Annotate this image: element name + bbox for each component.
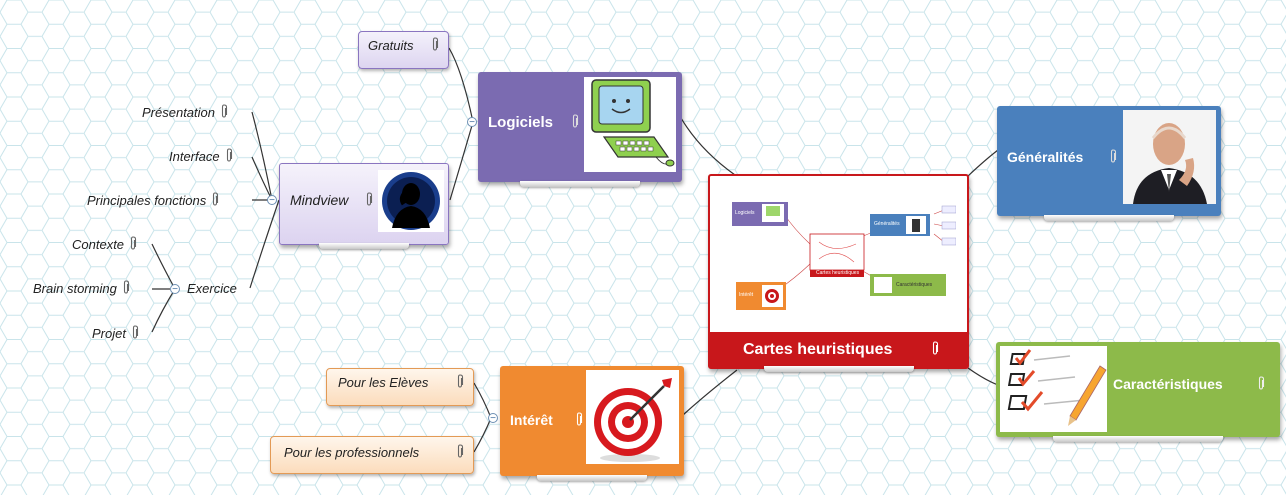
topic-logiciels-base — [520, 181, 640, 187]
subtopic-pour-eleves-label: Pour les Elèves — [338, 375, 429, 390]
leaf-brain-storming[interactable]: Brain storming — [33, 280, 130, 296]
portrait-photo-image — [1123, 110, 1216, 204]
central-topic-banner: Cartes heuristiques — [710, 332, 967, 367]
subtopic-pour-eleves[interactable]: Pour les Elèves — [326, 368, 474, 406]
subtopic-gratuits[interactable]: Gratuits — [358, 31, 449, 69]
collapse-mindview-button[interactable]: − — [267, 195, 277, 206]
leaf-brain-storming-label: Brain storming — [33, 281, 117, 296]
thinker-silhouette-image — [378, 170, 444, 232]
topic-caracteristiques-label: Caractéristiques — [1113, 376, 1223, 392]
subtopic-pour-professionnels-label: Pour les professionnels — [284, 445, 420, 460]
central-topic-label: Cartes heuristiques — [743, 341, 893, 358]
topic-mindview-base — [319, 243, 409, 249]
topic-mindview[interactable]: Mindview — [279, 163, 449, 249]
leaf-projet[interactable]: Projet — [92, 325, 139, 341]
central-topic[interactable]: Cartes heuristiques Logiciels Généralité… — [708, 174, 969, 372]
topic-generalites-base — [1044, 215, 1174, 221]
paperclip-icon[interactable] — [1109, 149, 1117, 167]
leaf-projet-label: Projet — [92, 326, 126, 341]
central-topic-base — [763, 366, 914, 372]
paperclip-icon[interactable] — [456, 374, 464, 390]
leaf-principales-fonctions[interactable]: Principales fonctions — [87, 192, 219, 208]
paperclip-icon[interactable] — [575, 412, 583, 430]
topic-interet[interactable]: Intérêt — [500, 366, 684, 481]
subtopic-gratuits-label: Gratuits — [368, 38, 414, 53]
paperclip-icon[interactable] — [431, 37, 439, 53]
mindmap-thumbnail-image: Cartes heuristiques Logiciels Généralité… — [724, 184, 956, 324]
topic-interet-label: Intérêt — [510, 412, 553, 428]
topic-caracteristiques[interactable]: Caractéristiques — [996, 342, 1280, 442]
paperclip-icon[interactable] — [571, 114, 579, 132]
paperclip-icon[interactable] — [931, 341, 939, 359]
paperclip-icon[interactable] — [131, 325, 139, 341]
paperclip-icon[interactable] — [456, 444, 464, 460]
paperclip-icon[interactable] — [365, 192, 373, 210]
leaf-presentation-label: Présentation — [142, 105, 215, 120]
thumbnail-central-label: Cartes heuristiques — [816, 270, 860, 276]
paperclip-icon[interactable] — [225, 148, 233, 164]
topic-caracteristiques-base — [1053, 436, 1223, 442]
topic-generalites[interactable]: Généralités — [997, 106, 1221, 221]
leaf-principales-fonctions-label: Principales fonctions — [87, 193, 207, 208]
thumbnail-interet-label: Intérêt — [739, 292, 754, 298]
thumbnail-caracteristiques-label: Caractéristiques — [896, 282, 933, 288]
paperclip-icon[interactable] — [1257, 376, 1265, 394]
thumbnail-logiciels-label: Logiciels — [735, 210, 755, 216]
leaf-contexte[interactable]: Contexte — [72, 236, 137, 252]
collapse-logiciels-button[interactable]: − — [467, 117, 477, 128]
collapse-interet-button[interactable]: − — [488, 413, 498, 424]
collapse-exercice-button[interactable]: − — [170, 284, 180, 295]
target-image — [586, 370, 679, 464]
topic-logiciels[interactable]: Logiciels — [478, 72, 682, 187]
leaf-exercice[interactable]: Exercice — [187, 281, 237, 296]
leaf-presentation[interactable]: Présentation — [142, 104, 228, 120]
topic-generalites-label: Généralités — [1007, 149, 1084, 165]
computer-mascot-image — [584, 77, 676, 172]
paperclip-icon[interactable] — [211, 192, 219, 208]
paperclip-icon[interactable] — [220, 104, 228, 120]
checklist-image — [1000, 346, 1107, 432]
leaf-exercice-label: Exercice — [187, 281, 237, 296]
topic-mindview-label: Mindview — [290, 192, 349, 208]
paperclip-icon[interactable] — [129, 236, 137, 252]
paperclip-icon[interactable] — [122, 280, 130, 296]
leaf-interface-label: Interface — [169, 149, 220, 164]
topic-interet-base — [537, 475, 647, 481]
topic-logiciels-label: Logiciels — [488, 114, 554, 131]
leaf-contexte-label: Contexte — [72, 237, 125, 252]
subtopic-pour-professionnels[interactable]: Pour les professionnels — [270, 436, 474, 474]
thumbnail-generalites-label: Généralités — [874, 221, 900, 227]
leaf-interface[interactable]: Interface — [169, 148, 233, 164]
